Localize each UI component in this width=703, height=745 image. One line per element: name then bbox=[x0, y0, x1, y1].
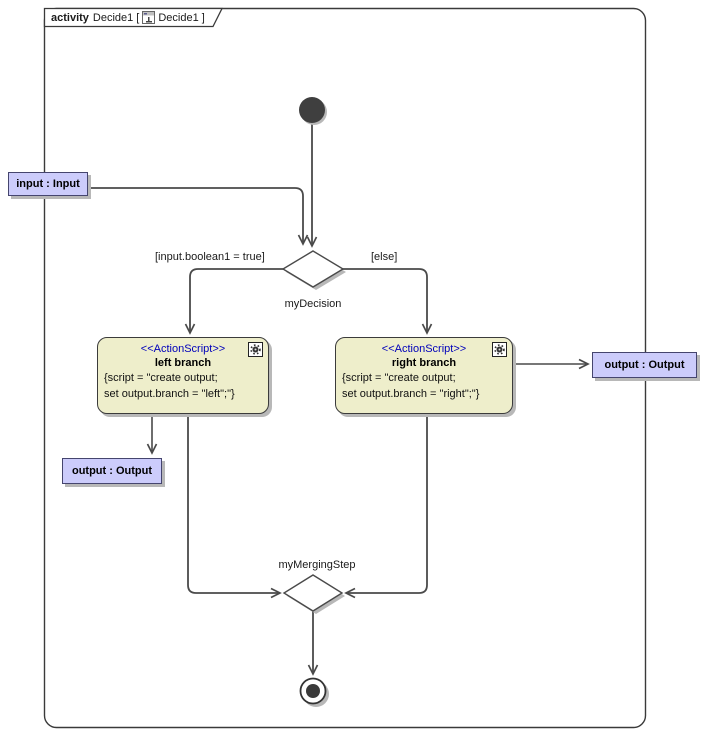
param-node-input[interactable]: input : Input bbox=[8, 172, 88, 196]
bracket-open: [ bbox=[136, 11, 140, 24]
diagram-name: Decide1 bbox=[158, 11, 199, 24]
right-branch-stereotype: <<ActionScript>> bbox=[381, 343, 467, 355]
frame-title-tab[interactable] bbox=[43, 7, 224, 28]
initial-node[interactable] bbox=[299, 97, 325, 123]
gear-icon bbox=[492, 342, 507, 357]
edge-right-branch-to-merge[interactable] bbox=[344, 415, 428, 599]
final-node-core bbox=[306, 684, 320, 698]
param-output-right-label: output : Output bbox=[604, 359, 685, 371]
activity-diagram-icon bbox=[142, 11, 156, 24]
edge-decision-to-right-branch[interactable] bbox=[342, 268, 433, 335]
frame-keyword: activity bbox=[51, 11, 89, 24]
merge-name-label: myMergingStep bbox=[278, 559, 356, 571]
bracket-close: ] bbox=[201, 11, 205, 24]
param-input-label: input : Input bbox=[16, 178, 80, 190]
left-branch-stereotype: <<ActionScript>> bbox=[140, 343, 226, 355]
decision-node[interactable] bbox=[281, 250, 345, 288]
frame-title: activity Decide1 [ Decide1 ] bbox=[51, 10, 205, 25]
param-node-output-right[interactable]: output : Output bbox=[592, 352, 697, 378]
left-branch-name: left branch bbox=[154, 357, 212, 369]
right-branch-name: right branch bbox=[391, 357, 457, 369]
merge-node[interactable] bbox=[282, 574, 344, 612]
param-output-left-label: output : Output bbox=[71, 465, 153, 477]
param-node-output-left[interactable]: output : Output bbox=[62, 458, 162, 484]
left-branch-script-line1: {script = "create output; bbox=[104, 372, 218, 384]
guard-else-label: [else] bbox=[371, 251, 398, 263]
action-right-branch[interactable]: <<ActionScript>> right branch {script = … bbox=[335, 337, 513, 414]
activity-name: Decide1 bbox=[92, 11, 134, 24]
gear-icon bbox=[248, 342, 263, 357]
guard-true-label: [input.boolean1 = true] bbox=[155, 251, 265, 263]
right-branch-script-line1: {script = "create output; bbox=[342, 372, 456, 384]
edge-input-to-decision[interactable] bbox=[86, 187, 309, 246]
edge-decision-to-left-branch[interactable] bbox=[184, 268, 284, 335]
decision-name-label: myDecision bbox=[284, 298, 342, 310]
left-branch-script-line2: set output.branch = "left";"} bbox=[104, 388, 235, 400]
edge-left-branch-to-merge[interactable] bbox=[187, 415, 282, 599]
right-branch-script-line2: set output.branch = "right";"} bbox=[342, 388, 480, 400]
action-left-branch[interactable]: <<ActionScript>> left branch {script = "… bbox=[97, 337, 269, 414]
